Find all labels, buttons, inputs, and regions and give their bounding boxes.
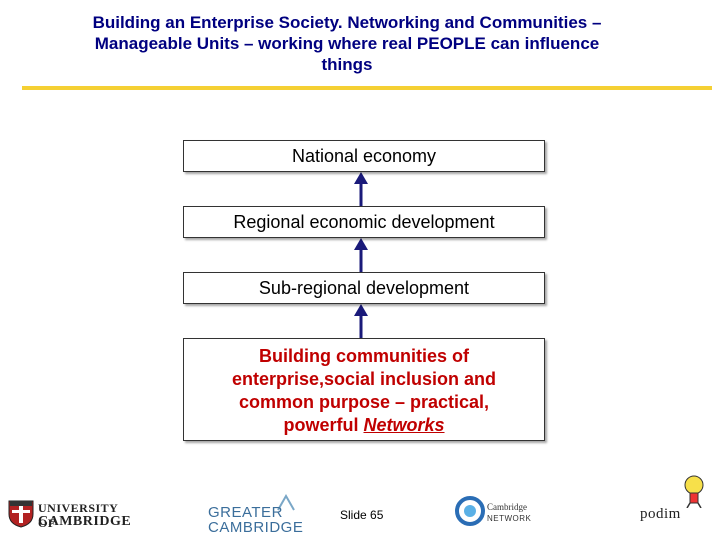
network-logo-line-2: NETWORK (487, 514, 532, 523)
title-line-3: things (321, 55, 373, 74)
title-line-1: Building an Enterprise Society. Networki… (92, 13, 602, 32)
cambridge-crest-icon (8, 500, 34, 528)
greater-logo-line-2: CAMBRIDGE (208, 519, 304, 536)
label-subregional-development: Sub-regional development (258, 277, 470, 298)
title-divider (22, 86, 712, 90)
slide-title: Building an Enterprise Society. Networki… (22, 12, 672, 75)
label-national-economy: National economy (291, 145, 437, 166)
title-line-2: Manageable Units – working where real PE… (94, 34, 600, 53)
greater-cambridge-mark-icon (277, 494, 295, 511)
slide-number: Slide 65 (340, 508, 384, 522)
podim-logo: podim (640, 474, 716, 530)
label-networks: Networks (363, 415, 445, 435)
label-building-communities: Building communities of enterprise,socia… (231, 346, 497, 435)
box-national-economy: National economy (183, 140, 545, 172)
label-regional-development: Regional economic development (233, 211, 495, 232)
cambridge-logo-line-2: CAMBRIDGE (38, 514, 132, 529)
box-building-communities: Building communities of enterprise,socia… (183, 338, 545, 441)
arrowhead-national (354, 172, 368, 184)
cambridge-logo-line-1: UNIVERSITY OF (38, 501, 118, 530)
lightbulb-figure-icon (684, 475, 704, 508)
arrowhead-subregional (354, 304, 368, 316)
arrowhead-regional (354, 238, 368, 250)
university-of-cambridge-logo: UNIVERSITY OF CAMBRIDGE (8, 500, 138, 530)
cambridge-network-logo: Cambridge NETWORK (455, 492, 535, 534)
greater-logo-line-1: GREATER (208, 504, 283, 521)
greater-cambridge-logo: GREATER CAMBRIDGE (206, 494, 306, 538)
network-logo-line-1: Cambridge (487, 502, 527, 512)
box-subregional-development: Sub-regional development (183, 272, 545, 304)
box-regional-development: Regional economic development (183, 206, 545, 238)
network-globe-icon (455, 496, 485, 526)
podim-logo-text: podim (640, 506, 681, 522)
